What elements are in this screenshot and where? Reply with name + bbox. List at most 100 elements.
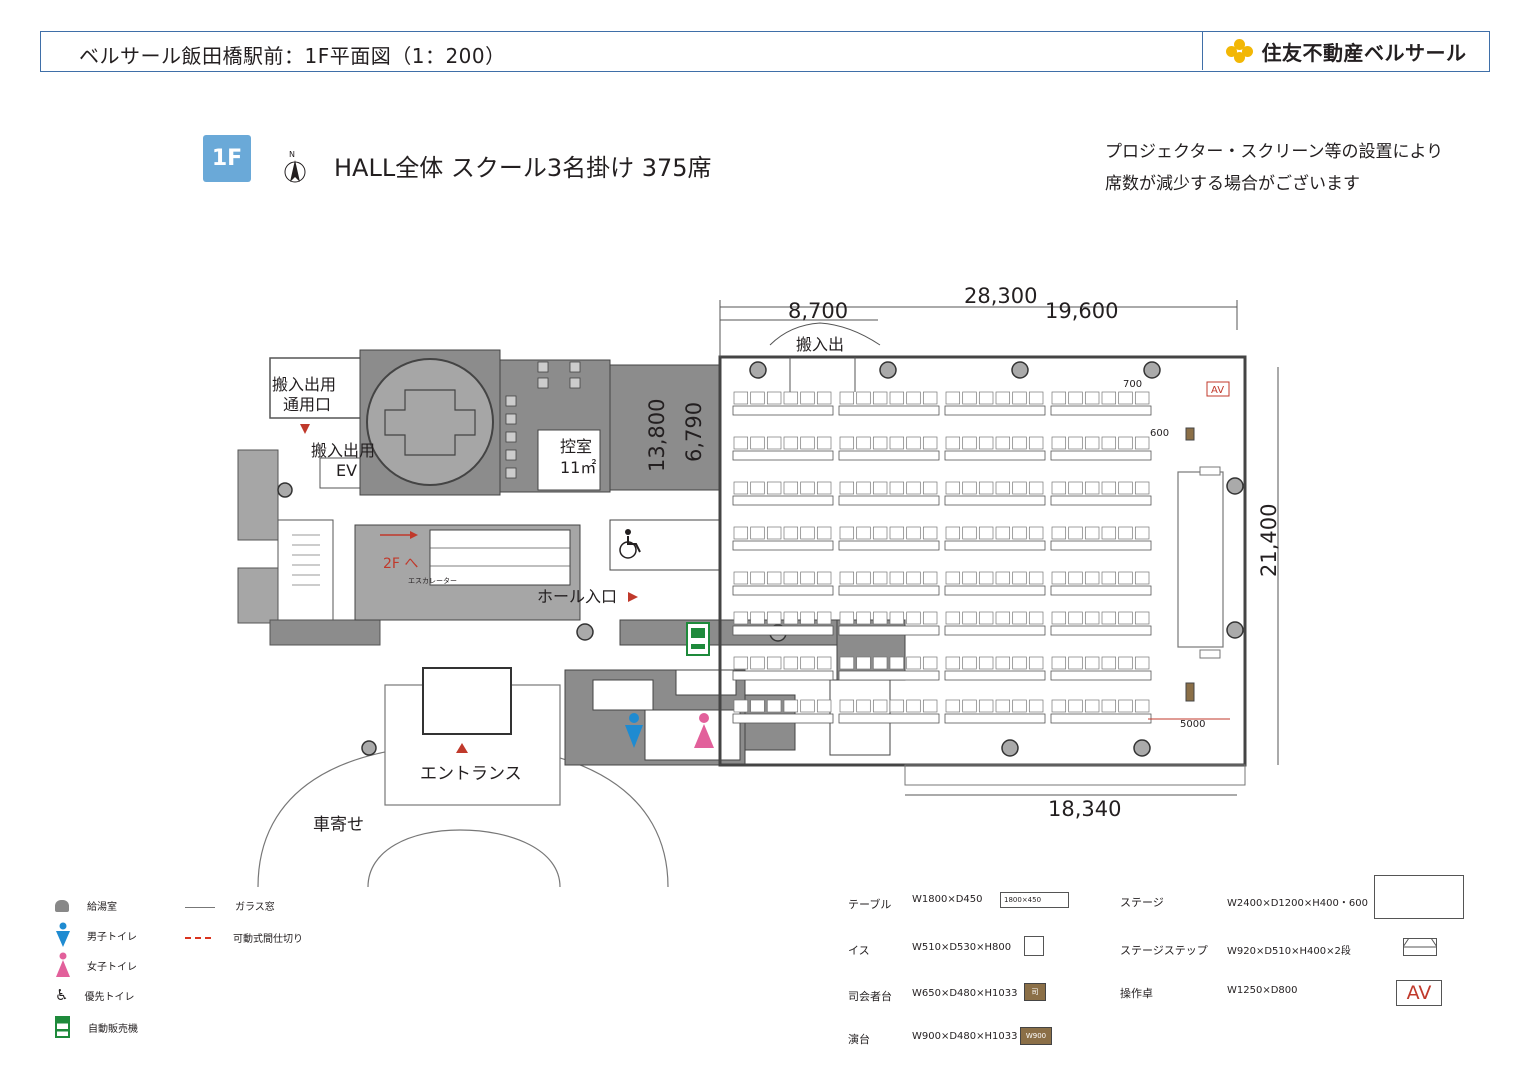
chair — [1012, 526, 1027, 540]
chair — [978, 699, 994, 713]
chair — [800, 571, 815, 585]
chair — [800, 656, 815, 670]
chair — [889, 436, 905, 450]
spec-table-sample: 1800×450 — [1000, 892, 1069, 908]
table-row — [944, 571, 1046, 596]
chair — [906, 571, 921, 585]
chair — [1051, 699, 1067, 713]
legend-label: ガラス窓 — [235, 902, 275, 913]
female-toilet-icon — [56, 952, 70, 977]
chair — [922, 571, 938, 585]
chair — [750, 699, 765, 713]
chair — [945, 526, 961, 540]
chair — [839, 526, 855, 540]
chair — [1101, 611, 1117, 625]
table — [1050, 670, 1152, 681]
chair — [816, 481, 832, 495]
table-row — [838, 391, 940, 416]
spec-podium-sample: W900 — [1020, 1027, 1052, 1045]
chair — [1028, 571, 1044, 585]
chair — [856, 571, 871, 585]
chair — [816, 611, 832, 625]
chair — [962, 391, 977, 405]
table-row — [1050, 611, 1152, 636]
table — [944, 585, 1046, 596]
table-row — [1050, 481, 1152, 506]
chair — [962, 481, 977, 495]
chair — [889, 571, 905, 585]
table-row — [838, 611, 940, 636]
spec-stage-step-size: W920×D510×H400×2段 — [1227, 946, 1351, 957]
escalator — [429, 529, 571, 586]
table-row — [944, 436, 1046, 461]
table — [838, 670, 940, 681]
chair — [733, 656, 749, 670]
chair — [962, 571, 977, 585]
chair — [1084, 699, 1100, 713]
table — [732, 713, 834, 724]
chair — [962, 611, 977, 625]
table — [944, 405, 1046, 416]
chair — [978, 436, 994, 450]
chair — [1028, 481, 1044, 495]
chair — [962, 436, 977, 450]
spec-chair-size: W510×D530×H800 — [912, 942, 1012, 953]
table — [1050, 585, 1152, 596]
hall-entrance-label: ホール入口 — [537, 587, 617, 606]
chair — [1084, 611, 1100, 625]
chair — [816, 656, 832, 670]
table-row — [732, 611, 834, 636]
stage-step — [1199, 466, 1221, 476]
layout-title: HALL全体 スクール3名掛け 375席 — [334, 154, 712, 182]
pillars — [277, 361, 1244, 757]
chair — [856, 656, 871, 670]
seating-grid — [732, 391, 1152, 724]
table — [1050, 713, 1152, 724]
chair — [945, 436, 961, 450]
note-line: 席数が減少する場合がございます — [1105, 174, 1360, 194]
chair — [856, 391, 871, 405]
spec-stage-size: W2400×D1200×H400・600 — [1227, 898, 1368, 909]
chair — [1084, 571, 1100, 585]
chair — [856, 436, 871, 450]
dim-front-gap: 5000 — [1180, 719, 1205, 730]
glass-window — [904, 764, 1246, 786]
chair — [945, 391, 961, 405]
table — [1050, 450, 1152, 461]
brand-name: 住友不動産ベルサール — [1261, 40, 1467, 65]
chair — [800, 611, 815, 625]
chair — [783, 391, 799, 405]
loading-ev-box — [319, 457, 361, 489]
chair — [816, 436, 832, 450]
to-2f-label: 2F へ — [383, 556, 418, 572]
chair — [978, 391, 994, 405]
legend-priority-toilet: ♿ 優先トイレ — [55, 986, 134, 1004]
chair — [1028, 611, 1044, 625]
chair — [750, 526, 765, 540]
chair — [783, 611, 799, 625]
female-toilet-icon — [694, 713, 714, 748]
chair — [839, 481, 855, 495]
legend-label: 自動販売機 — [88, 1023, 138, 1035]
chair — [1101, 656, 1117, 670]
spec-stage-sample-icon — [1374, 875, 1464, 919]
table-row — [732, 481, 834, 506]
chair — [1101, 436, 1117, 450]
table-row — [838, 436, 940, 461]
chair — [839, 436, 855, 450]
stair-room — [277, 519, 334, 621]
chair — [750, 481, 765, 495]
header-bar: ベルサール飯田橋駅前：1F平面図（1：200） 住友不動産ベルサール — [40, 31, 1490, 72]
escalator-label: エスカレーター — [408, 576, 457, 585]
chair — [1101, 571, 1117, 585]
dimension-lines — [719, 300, 1279, 796]
escalator-steps — [430, 547, 570, 567]
chair — [1012, 656, 1027, 670]
table-row — [732, 436, 834, 461]
chair — [978, 611, 994, 625]
dim-width-right: 19,600 — [1045, 299, 1118, 323]
chair — [1134, 436, 1150, 450]
wall-block — [237, 567, 279, 624]
spec-emcee-name: 司会者台 — [848, 990, 892, 1003]
